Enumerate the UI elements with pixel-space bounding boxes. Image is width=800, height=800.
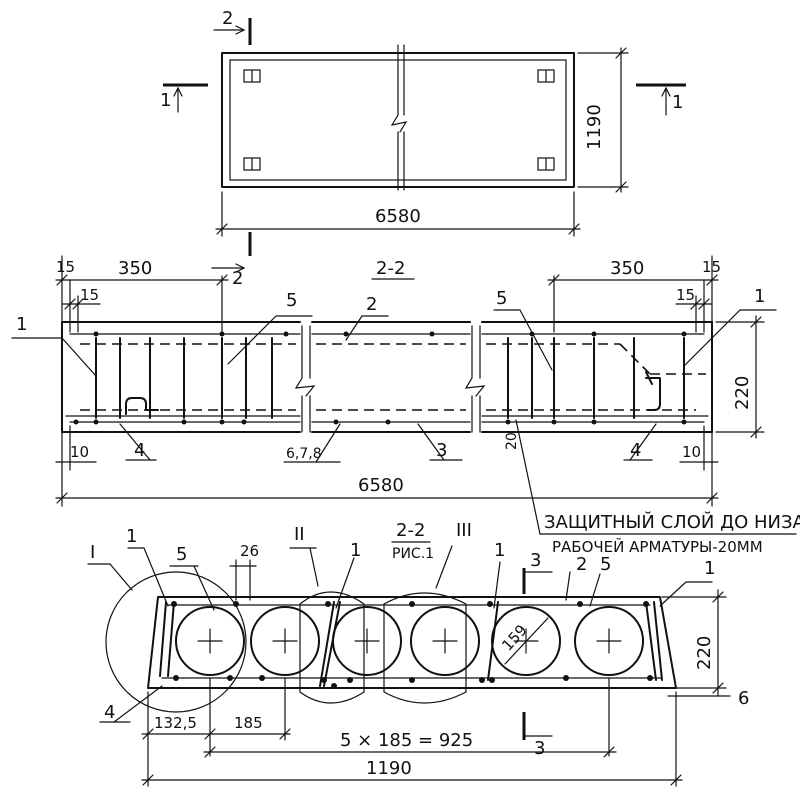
ref-subtitle: РИС.1: [392, 546, 434, 562]
dim-15-left: 15: [80, 286, 99, 304]
plan-view: 2 1 1 1190 6580: [160, 8, 686, 256]
stirrups-right: [507, 337, 685, 419]
cover-note: ЗАЩИТНЫЙ СЛОЙ ДО НИЗА РАБОЧЕЙ АРМАТУРЫ-2…: [544, 511, 800, 556]
dim-185-label: 185: [234, 714, 263, 732]
dim-20-label: 20: [504, 432, 520, 450]
cs-leader-1c-label: 1: [494, 540, 505, 561]
cs-leader-1d-label: 1: [704, 558, 715, 579]
leader-4-right-label: 4: [630, 440, 641, 461]
note-line-1: ЗАЩИТНЫЙ СЛОЙ ДО НИЗА: [544, 511, 800, 533]
section-1-left-label: 1: [160, 90, 171, 111]
cs-leader-4-label: 4: [104, 702, 115, 723]
cs-label-6: 6: [738, 688, 749, 709]
leader-1-right-label: 1: [754, 286, 765, 307]
bottom-rebar-dots: [73, 331, 687, 425]
leader-2-label: 2: [366, 294, 377, 315]
leader-678-label: 6,7,8: [286, 446, 322, 462]
dim-15-edge-left: 15: [56, 258, 75, 276]
lifting-loop-icon: [243, 69, 555, 171]
ref-title: 2-2: [396, 520, 425, 541]
cs-leader-1b-label: 1: [350, 540, 361, 561]
dim-350-left-label: 350: [118, 258, 152, 279]
dim-10-right: 10: [682, 443, 701, 461]
node-II-label: II: [294, 524, 305, 545]
node-I-label: I: [90, 542, 95, 563]
section-2-2-view: 2-2: [11, 255, 797, 535]
dim-1190-cross-label: 1190: [366, 758, 412, 779]
leader-5-right-label: 5: [496, 288, 507, 309]
dim-10-left: 10: [70, 443, 89, 461]
detail-outline-III: [383, 592, 467, 704]
voids: [175, 606, 644, 676]
lifting-hook-icon: [125, 371, 661, 415]
dim-132-5-label: 132,5: [154, 714, 197, 732]
dim-220-section-label: 220: [732, 376, 753, 410]
cs-leader-5b-label: 5: [600, 554, 611, 575]
node-III-label: III: [456, 520, 472, 541]
leader-5-left-label: 5: [286, 290, 297, 311]
reinforcement-frames: [159, 601, 663, 687]
stirrups-left: [95, 337, 273, 419]
plan-height-label: 1190: [584, 104, 605, 150]
section-2-2-title: 2-2: [376, 258, 405, 279]
detail-circle-I: [105, 571, 247, 713]
section-1-right-label: 1: [672, 92, 683, 113]
section-3-top-label: 3: [530, 550, 541, 571]
cs-leader-2-label: 2: [576, 554, 587, 575]
plan-width-label: 6580: [375, 206, 421, 227]
detail-outline-II: [299, 591, 365, 704]
dim-26-label: 26: [240, 542, 259, 560]
dim-15-right: 15: [676, 286, 695, 304]
cross-section-view: 2-2 РИС.1 I II III: [87, 520, 749, 787]
dim-350-right-label: 350: [610, 258, 644, 279]
dim-925-label: 5 × 185 = 925: [340, 730, 473, 751]
dim-159-line: [504, 617, 549, 665]
cs-leader-1a-label: 1: [126, 526, 137, 547]
dim-220-cross-label: 220: [694, 636, 715, 670]
section-break-lines: [294, 325, 486, 433]
cs-leader-5a-label: 5: [176, 544, 187, 565]
section-2-label: 2: [222, 8, 233, 29]
leader-1-left-label: 1: [16, 314, 27, 335]
note-line-2: РАБОЧЕЙ АРМАТУРЫ-20ММ: [552, 537, 763, 556]
cut-mark-2-label: 2: [232, 268, 243, 289]
dim-6580-section-label: 6580: [358, 475, 404, 496]
leader-4-left-label: 4: [134, 440, 145, 461]
dim-15-edge-right: 15: [702, 258, 721, 276]
section-3-bottom-label: 3: [534, 738, 545, 759]
leader-3-label: 3: [436, 440, 447, 461]
cross-section-rebar-dots: [171, 601, 653, 689]
